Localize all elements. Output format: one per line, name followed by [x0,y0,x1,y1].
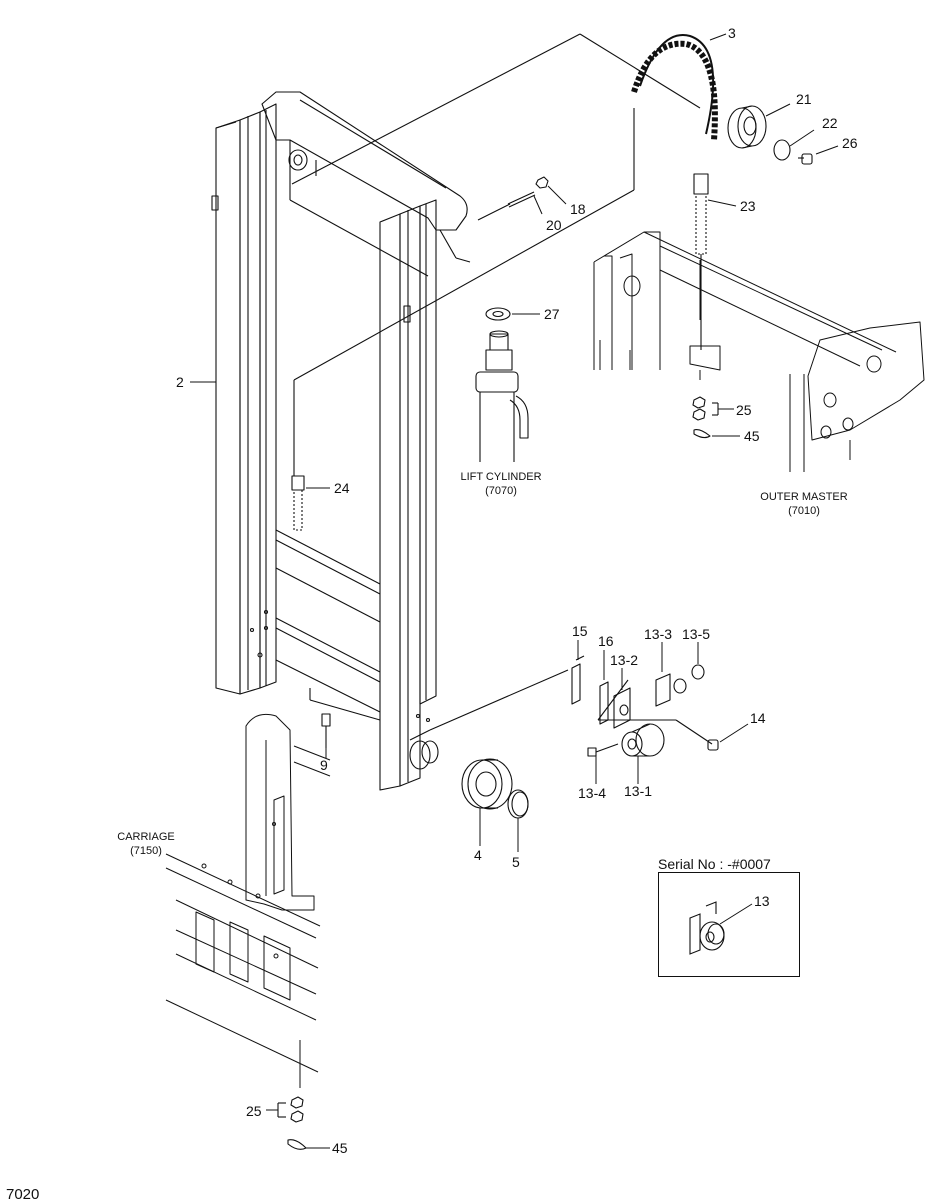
carriage-frame [165,713,331,1088]
shim-16 [599,681,609,725]
cotter-pin-45-upper [693,429,711,439]
snap-ring-13-5 [691,664,705,680]
callout-25-lower: 25 [246,1103,262,1119]
chain-anchor-24 [291,475,305,531]
caption-carriage-code: (7150) [130,845,162,857]
nuts-25-lower [277,1096,304,1123]
callout-16: 16 [598,633,614,649]
callout-15: 15 [572,623,588,639]
outer-master-frame [593,231,925,472]
callout-9: 9 [320,757,328,773]
callout-22: 22 [822,115,838,131]
figure-number: 7020 [6,1186,40,1203]
chain-3 [631,34,718,141]
lift-cylinder [475,330,529,462]
callout-27: 27 [544,306,560,322]
callout-45-upper: 45 [744,428,760,444]
callout-26: 26 [842,135,858,151]
caption-carriage: CARRIAGE (7150) [108,830,184,858]
inner-mast-left-rail [211,103,277,695]
callout-24: 24 [334,480,350,496]
caption-lift-cylinder-code: (7070) [485,485,517,497]
callout-13-2: 13-2 [610,652,639,668]
callout-13: 13 [754,893,770,909]
sheave-21 [727,105,767,149]
nut-18 [535,176,549,189]
callout-13-1: 13-1 [624,783,653,799]
callout-23: 23 [740,198,756,214]
bracket-13-3 [655,673,687,707]
caption-carriage-name: CARRIAGE [117,831,175,843]
callout-21: 21 [796,91,812,107]
callout-2: 2 [176,374,184,390]
mast-cross-braces [249,529,431,723]
callout-45-lower: 45 [332,1140,348,1156]
shim-15 [571,655,585,705]
bolt-13-4 [587,743,619,757]
snap-ring-5 [507,789,529,819]
serial-number-label: Serial No : -#0007 [658,856,771,872]
caption-outer-master-name: OUTER MASTER [760,491,848,503]
washer-27 [485,307,511,321]
inset-roller-13 [689,901,725,955]
bolt-14 [707,739,719,751]
callout-5: 5 [512,854,520,870]
caption-lift-cylinder-name: LIFT CYLINDER [460,471,542,483]
roller-13-1 [621,723,665,757]
inner-mast-right-rail [379,199,437,791]
callout-18: 18 [570,201,586,217]
caption-outer-master: OUTER MASTER (7010) [748,490,860,518]
bolt-26 [798,153,813,165]
callout-3: 3 [728,25,736,41]
callout-20: 20 [546,217,562,233]
pin-20 [507,191,536,208]
bolt-9 [321,713,331,748]
callout-13-5: 13-5 [682,626,711,642]
callout-25-upper: 25 [736,402,752,418]
caption-outer-master-code: (7010) [788,505,820,517]
bracket-13-2 [613,687,631,729]
callout-13-4: 13-4 [578,785,607,801]
chain-anchor-23 [693,173,709,350]
bottom-roller-4 [409,740,513,810]
caption-lift-cylinder: LIFT CYLINDER (7070) [448,470,554,498]
callout-13-3: 13-3 [644,626,673,642]
leader-lines [291,33,713,745]
callout-4: 4 [474,847,482,863]
snap-ring-22 [773,139,791,161]
top-crossmember [261,91,471,277]
serial-inset-box [658,872,800,977]
cotter-pin-45-lower [287,1139,307,1150]
nuts-25-upper [692,396,719,421]
callout-leaders [190,33,839,1149]
callout-14: 14 [750,710,766,726]
